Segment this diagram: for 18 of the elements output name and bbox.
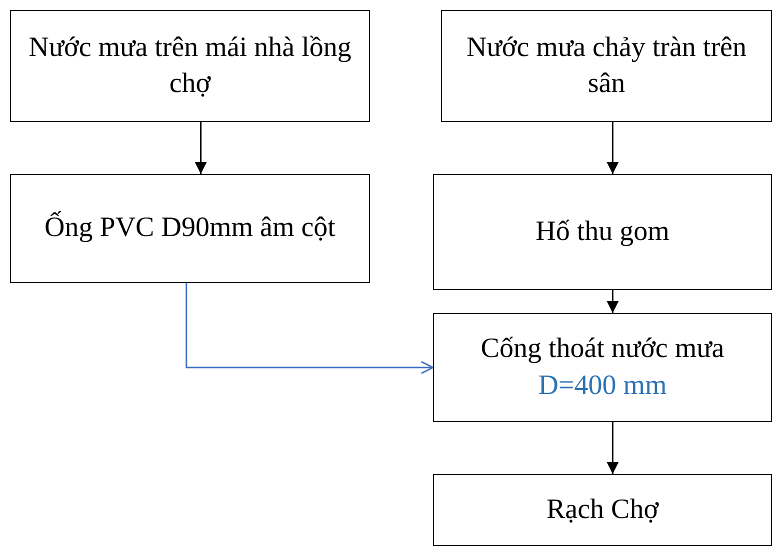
arrow [194, 122, 207, 174]
process-box [10, 174, 370, 283]
box-label: Rạch Chợ [546, 492, 658, 527]
arrow [186, 283, 434, 374]
box-label: Nước mưa trên mái nhà lồng chợ [28, 30, 352, 101]
box-label: Cống thoát nước mưa [480, 332, 724, 366]
process-box [433, 474, 772, 546]
box-label: Nước mưa chảy tràn trên sân [466, 30, 748, 101]
arrow [606, 422, 619, 474]
process-box [433, 313, 772, 422]
box-label: Hố thu gom [536, 214, 670, 249]
box-label: Ống PVC D90mm âm cột [44, 210, 336, 246]
arrow [606, 122, 619, 174]
process-box [433, 174, 772, 290]
process-box [10, 10, 370, 122]
process-box [441, 10, 772, 122]
spec-label: D=400 mm [538, 368, 667, 402]
arrow [606, 290, 619, 313]
